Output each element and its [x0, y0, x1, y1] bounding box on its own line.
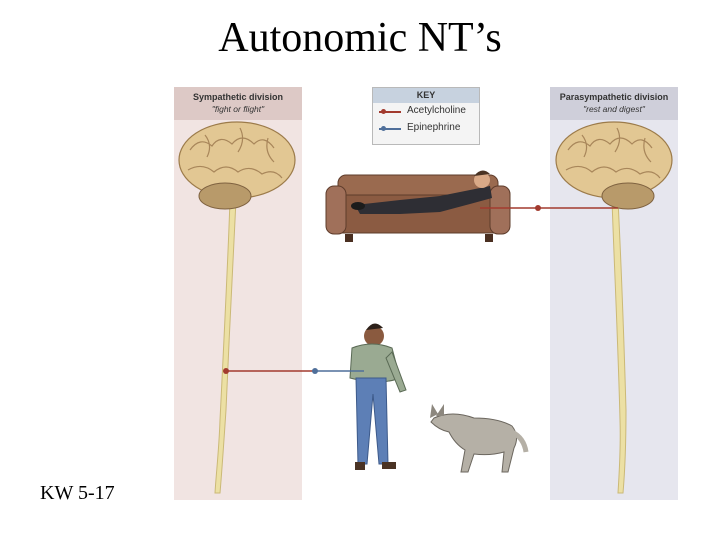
- parasympathetic-header: Parasympathetic division "rest and diges…: [550, 87, 678, 120]
- key-item-label: Acetylcholine: [407, 105, 466, 116]
- parasympathetic-spinal-cord: [611, 199, 627, 494]
- parasympathetic-brain-icon: [555, 121, 673, 210]
- key-legend: KEY Acetylcholine Epinephrine: [372, 87, 480, 145]
- epinephrine-dot: [381, 126, 386, 131]
- acetylcholine-dot: [381, 109, 386, 114]
- acetylcholine-swatch: [379, 111, 401, 113]
- key-title: KEY: [373, 88, 479, 103]
- startled-person-icon: [349, 323, 407, 470]
- resting-person-icon: [351, 170, 492, 214]
- footer-label: KW 5-17: [40, 482, 115, 504]
- sympathetic-header: Sympathetic division "fight or flight": [174, 87, 302, 120]
- key-item-acetylcholine: Acetylcholine: [373, 103, 479, 120]
- sympathetic-epinephrine-dot: [312, 368, 318, 374]
- slide-title: Autonomic NT’s: [218, 15, 502, 61]
- wolf-icon: [430, 404, 529, 473]
- parasympathetic-ach-dot: [535, 205, 541, 211]
- key-item-label: Epinephrine: [407, 122, 461, 133]
- epinephrine-swatch: [379, 128, 401, 130]
- sympathetic-ach-dot: [223, 368, 229, 374]
- sympathetic-subtitle: "fight or flight": [211, 104, 265, 114]
- sympathetic-brain-icon: [178, 121, 296, 210]
- parasympathetic-subtitle: "rest and digest": [583, 104, 645, 114]
- parasympathetic-title: Parasympathetic division: [559, 92, 669, 102]
- key-item-epinephrine: Epinephrine: [373, 120, 479, 137]
- sympathetic-title: Sympathetic division: [192, 92, 284, 102]
- sympathetic-spinal-cord: [214, 199, 237, 494]
